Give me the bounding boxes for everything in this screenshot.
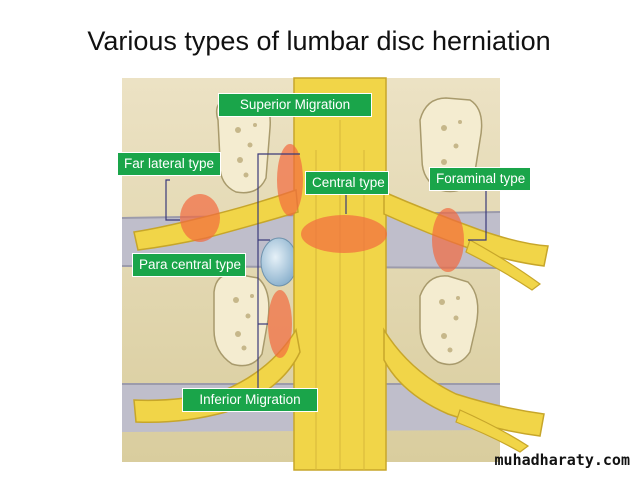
label-para-central-type: Para central type <box>132 253 246 277</box>
lower-right-nerve-root <box>383 327 545 437</box>
leader-far-lateral <box>165 179 180 221</box>
leader-superior-inferior <box>257 153 300 390</box>
herniation-superior-migration <box>277 144 303 216</box>
pedicle-lower-left <box>213 273 270 367</box>
label-inferior-migration: Inferior Migration <box>182 388 318 412</box>
watermark: muhadharaty.com <box>494 451 630 469</box>
label-central-type: Central type <box>305 171 389 195</box>
pedicle-lower-right <box>419 275 479 366</box>
dural-sac-bulge <box>260 237 298 287</box>
label-foraminal-type: Foraminal type <box>429 167 531 191</box>
herniation-central <box>301 215 387 253</box>
herniation-foraminal <box>432 208 464 272</box>
herniation-inferior-migration <box>268 290 292 358</box>
slide-title: Various types of lumbar disc herniation <box>87 26 551 56</box>
herniation-far-lateral <box>180 194 220 242</box>
label-far-lateral-type: Far lateral type <box>117 152 221 176</box>
label-superior-migration: Superior Migration <box>218 93 372 117</box>
